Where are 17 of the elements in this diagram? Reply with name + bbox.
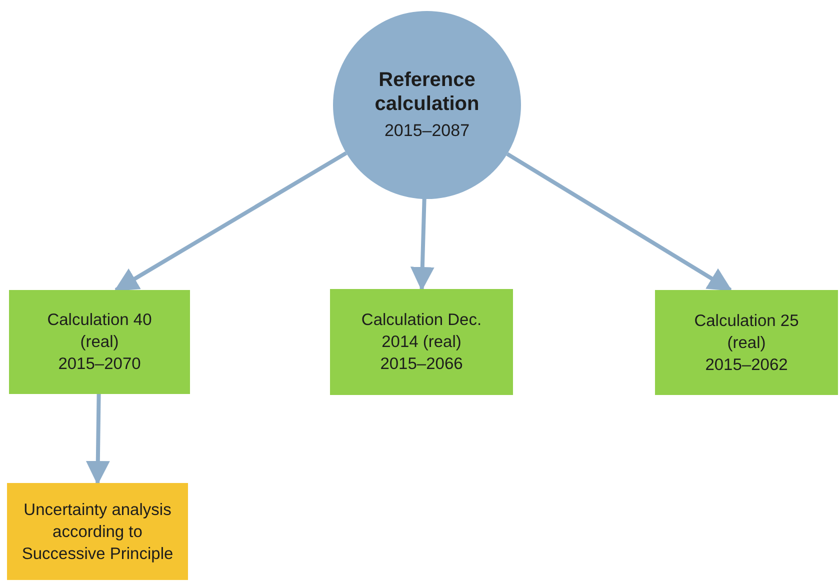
- node-label: Calculation 40 (real): [46, 310, 153, 353]
- arrow: [86, 394, 110, 485]
- process-box: [7, 483, 188, 580]
- arrow: [114, 151, 348, 292]
- year-range: 2015–2062: [705, 354, 788, 376]
- node-label: Calculation Dec. 2014 (real): [360, 310, 483, 353]
- node-label: Uncertainty analysis according to Successive Principle: [20, 500, 174, 564]
- year-range: 2015–2066: [380, 354, 463, 375]
- year-range: 2015–2087: [384, 120, 470, 142]
- process-box: [330, 289, 513, 395]
- node-title: Reference calculation: [374, 68, 480, 116]
- node-label: Calculation 25 (real): [693, 310, 800, 354]
- process-box: [655, 290, 838, 395]
- arrow: [410, 198, 434, 291]
- process-box: [9, 290, 190, 394]
- year-range: 2015–2070: [58, 354, 141, 375]
- arrow: [506, 152, 732, 292]
